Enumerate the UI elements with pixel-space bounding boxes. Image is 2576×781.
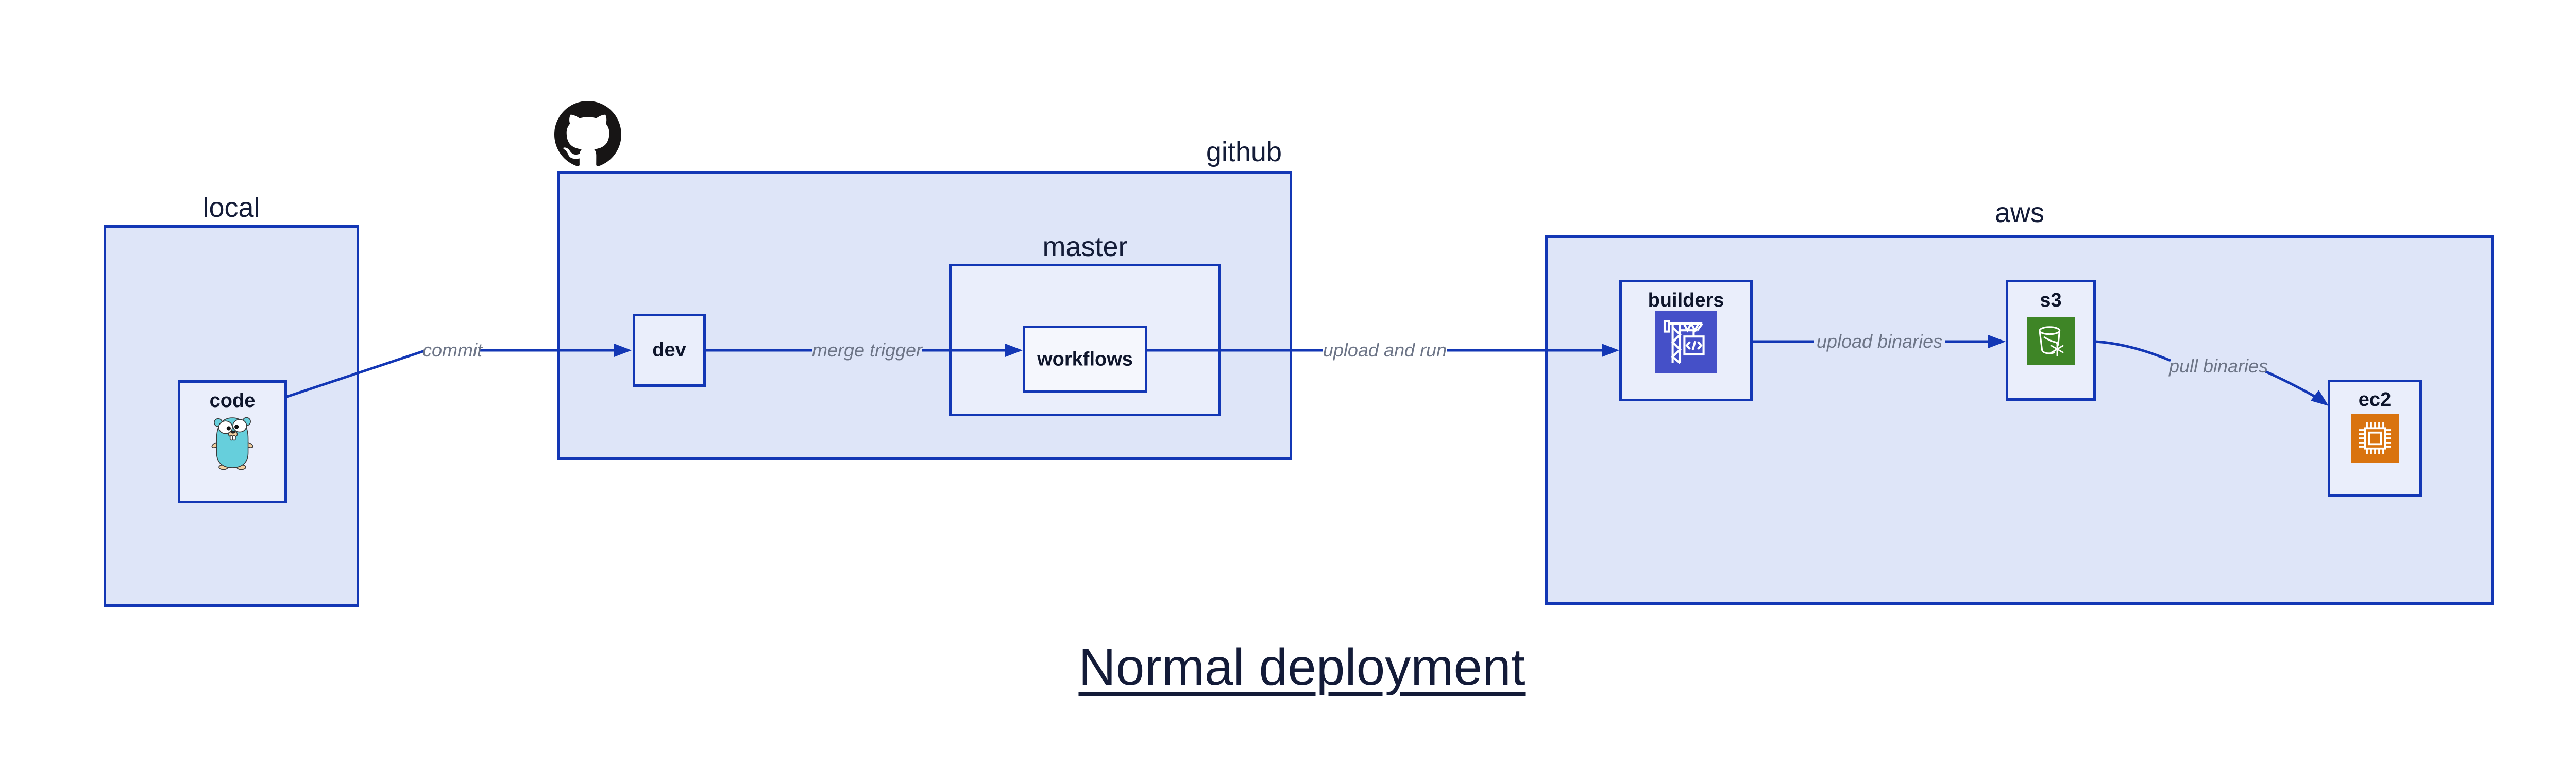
workflows-node-label: workflows <box>1037 348 1133 370</box>
local-region-label: local <box>202 192 260 223</box>
commit-edge-label: commit <box>422 339 482 361</box>
upload-and-run-edge-label: upload and run <box>1323 339 1447 361</box>
s3-node-label: s3 <box>2040 290 2062 311</box>
cpu-chip-icon <box>2350 414 2399 463</box>
master-region-label: master <box>1042 231 1128 262</box>
builders-node-label: builders <box>1648 290 1724 311</box>
builders-node: builders <box>1619 280 1753 401</box>
code-node-label: code <box>209 390 256 412</box>
github-region-label: github <box>1206 137 1282 167</box>
workflows-node: workflows <box>1023 326 1147 393</box>
go-gopher-icon <box>211 417 253 470</box>
diagram-title: Normal deployment <box>1078 638 1526 696</box>
upload-binaries-edge-label: upload binaries <box>1816 331 1943 352</box>
ec2-node: ec2 <box>2328 380 2422 497</box>
merge-trigger-edge-label: merge trigger <box>811 339 923 361</box>
codebuild-crane-icon <box>1655 311 1717 373</box>
s3-glacier-bucket-icon <box>2027 317 2075 365</box>
s3-node: s3 <box>2006 280 2096 401</box>
dev-branch-node: dev <box>633 314 706 387</box>
ec2-node-label: ec2 <box>2358 389 2392 411</box>
pull-binaries-edge-label: pull binaries <box>2168 355 2268 377</box>
code-node: code <box>178 380 287 503</box>
dev-node-label: dev <box>652 339 686 361</box>
aws-region-label: aws <box>1994 197 2045 228</box>
github-octocat-icon <box>554 101 621 166</box>
